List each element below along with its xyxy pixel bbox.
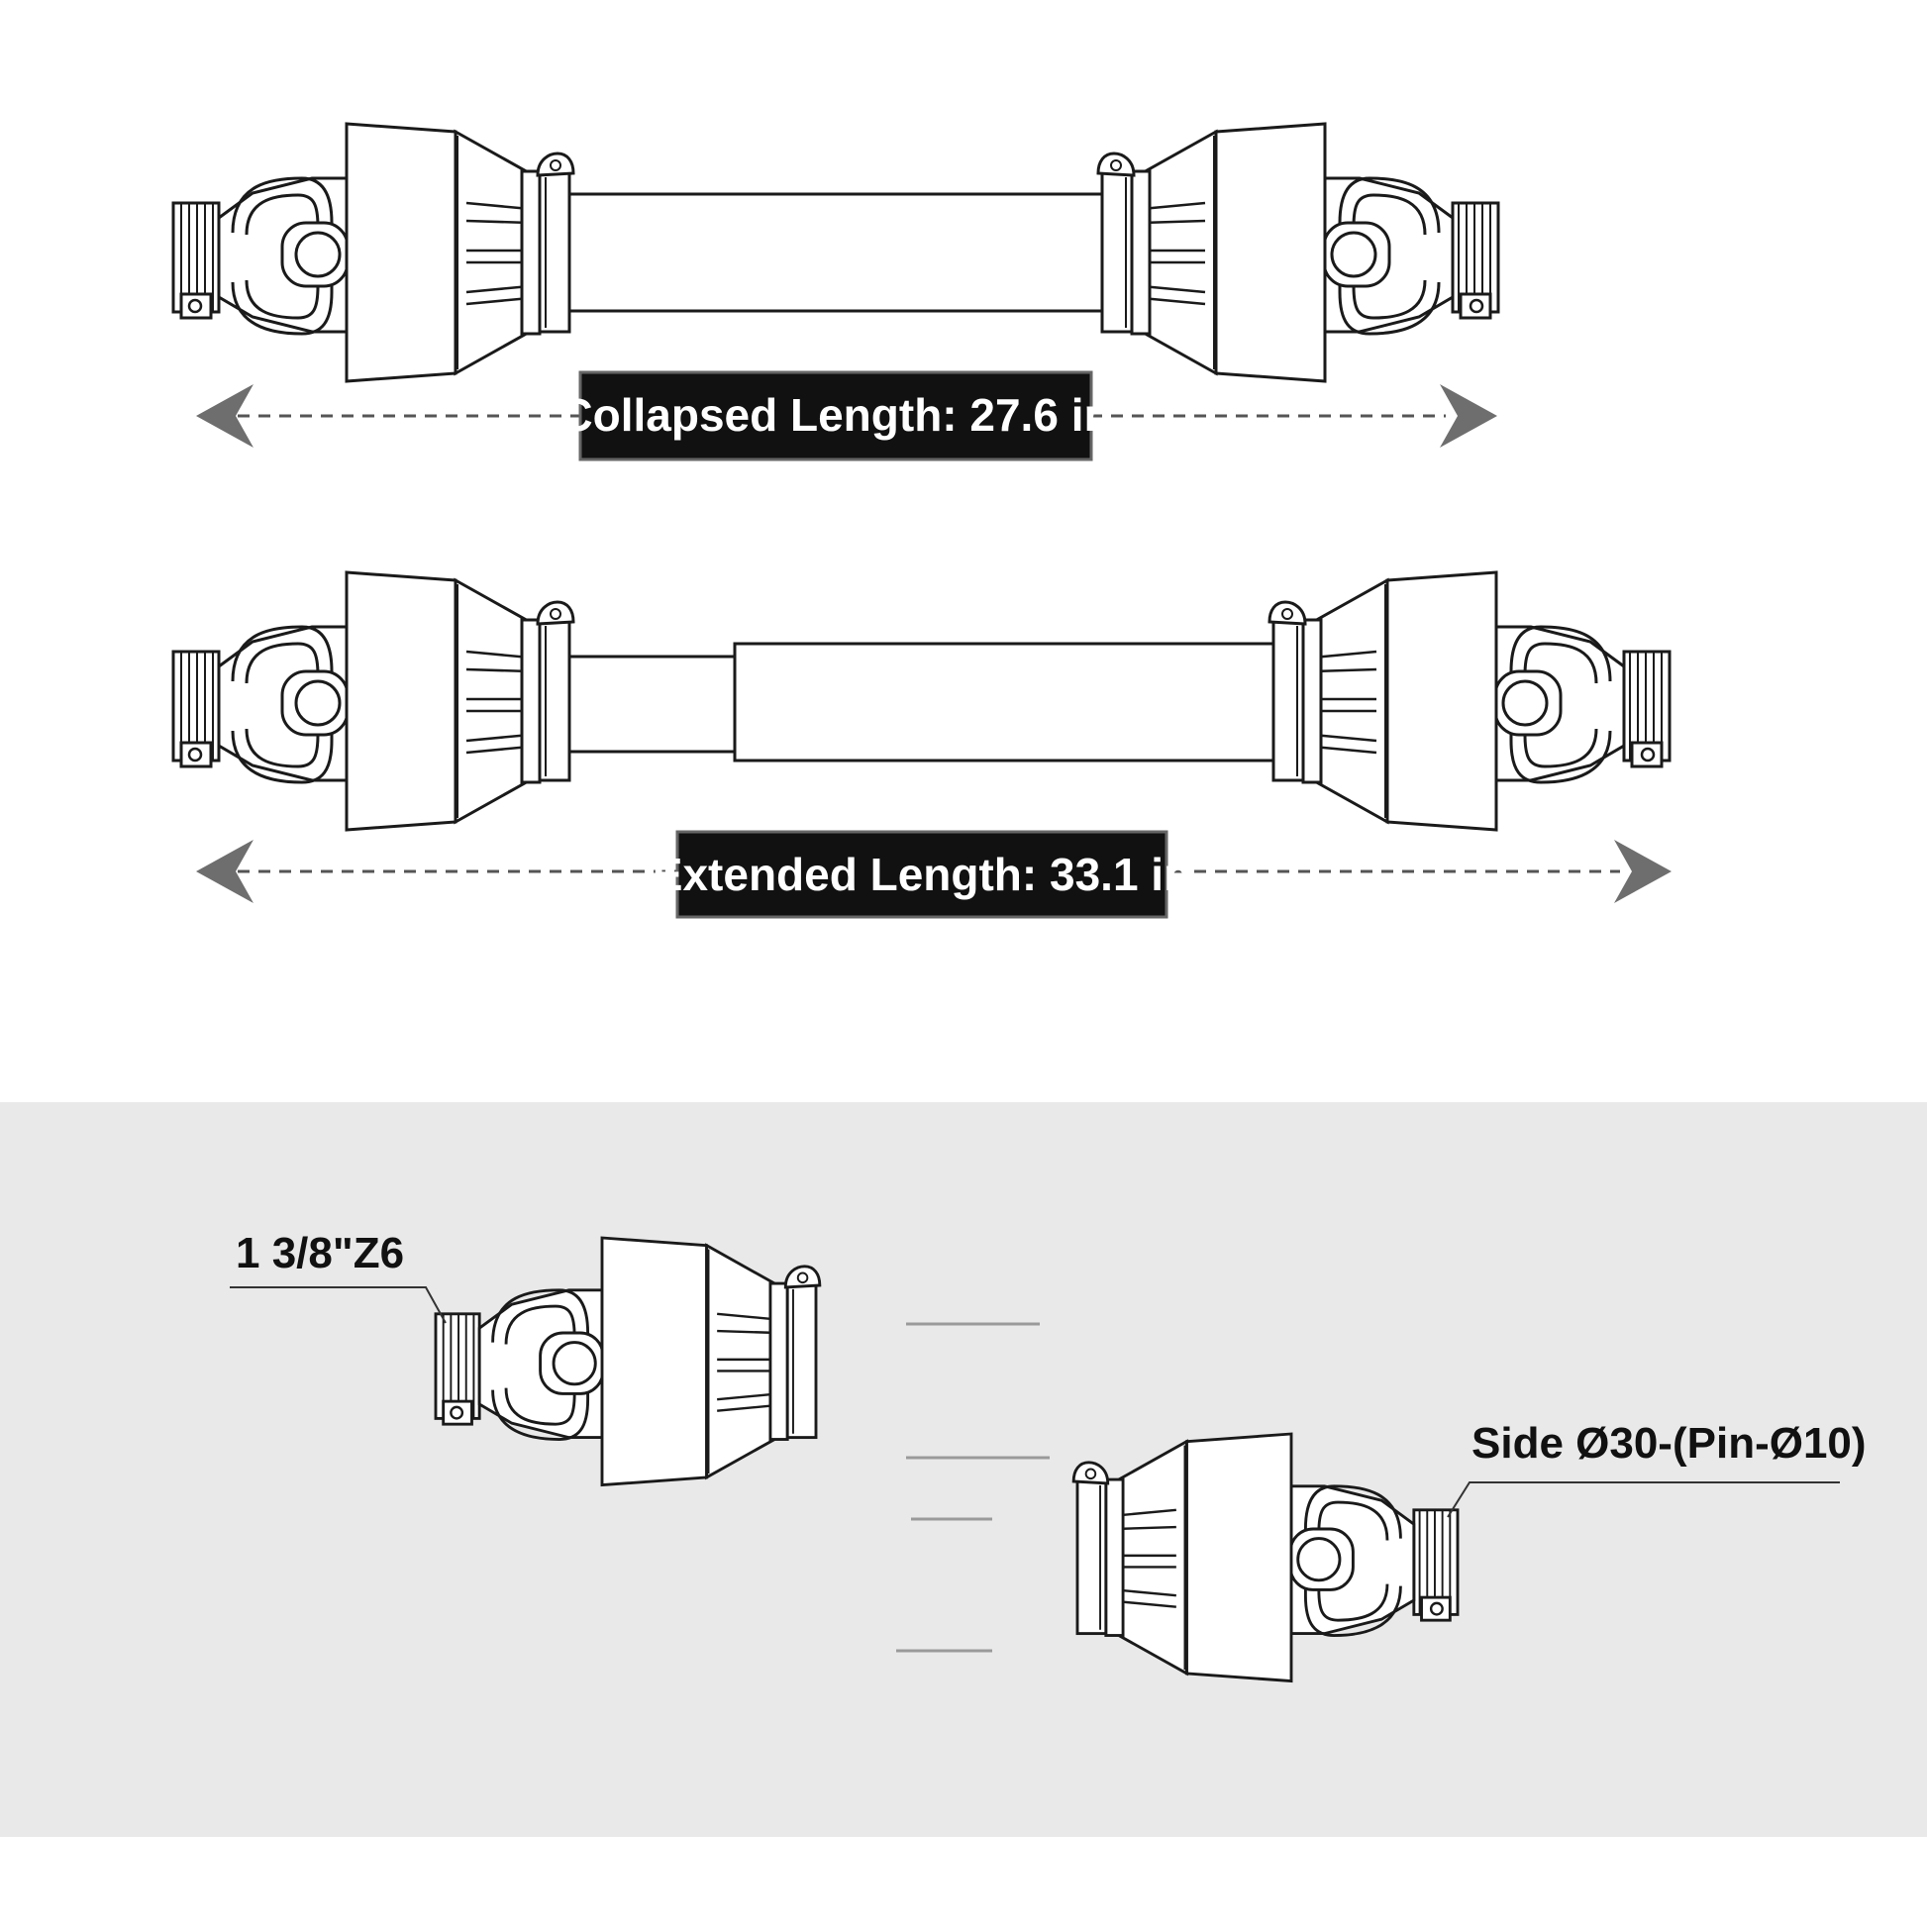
extended-outer-tube: [733, 642, 1276, 763]
extended-left-end: [171, 570, 575, 832]
collapsed-left-end: [171, 122, 575, 383]
extended-shaft-drawing: [171, 570, 1672, 832]
extended-length-label: Extended Length: 33.1 in: [653, 849, 1191, 900]
extended-inner-tube: [567, 655, 740, 754]
yoke-spec-label: Side Ø30-(Pin-Ø10): [1471, 1419, 1867, 1468]
spline-callout: [230, 1286, 447, 1324]
spline-spec-label: 1 3/8"Z6: [236, 1229, 404, 1277]
detail-panel: [0, 1102, 1927, 1837]
collapsed-shaft-drawing: [171, 122, 1500, 383]
extended-right-end: [1268, 570, 1672, 832]
yoke-callout: [1447, 1481, 1840, 1518]
extended-label-box: [675, 830, 1168, 919]
collapsed-tube: [567, 192, 1106, 313]
collapsed-label-box: [578, 370, 1093, 461]
collapsed-right-end: [1096, 122, 1500, 383]
collapsed-length-label: Collapsed Length: 27.6 in: [559, 389, 1111, 441]
